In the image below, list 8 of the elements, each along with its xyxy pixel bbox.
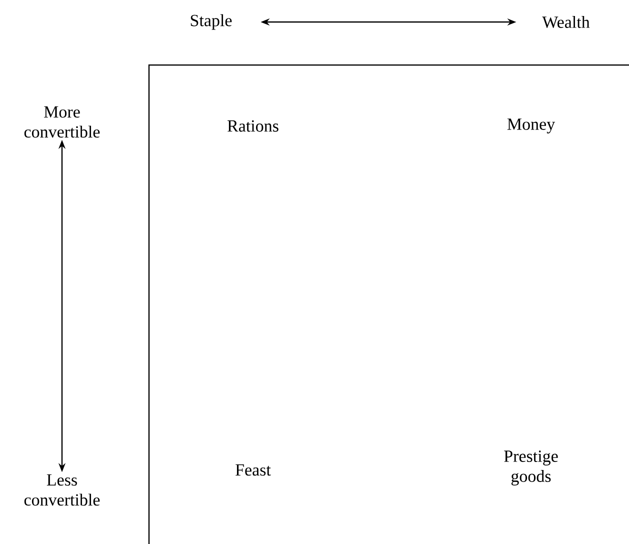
quadrant-label: Money xyxy=(507,118,556,134)
quadrant-label: Feast xyxy=(236,464,271,476)
axis-label: More convertible xyxy=(24,106,100,138)
axis-label: Less convertible xyxy=(24,474,100,506)
quadrant-label: Prestige goods xyxy=(504,450,558,486)
axis-label: Staple xyxy=(190,14,232,30)
axis-label: Wealth xyxy=(542,16,590,28)
quadrant-label: Rations xyxy=(228,120,278,132)
